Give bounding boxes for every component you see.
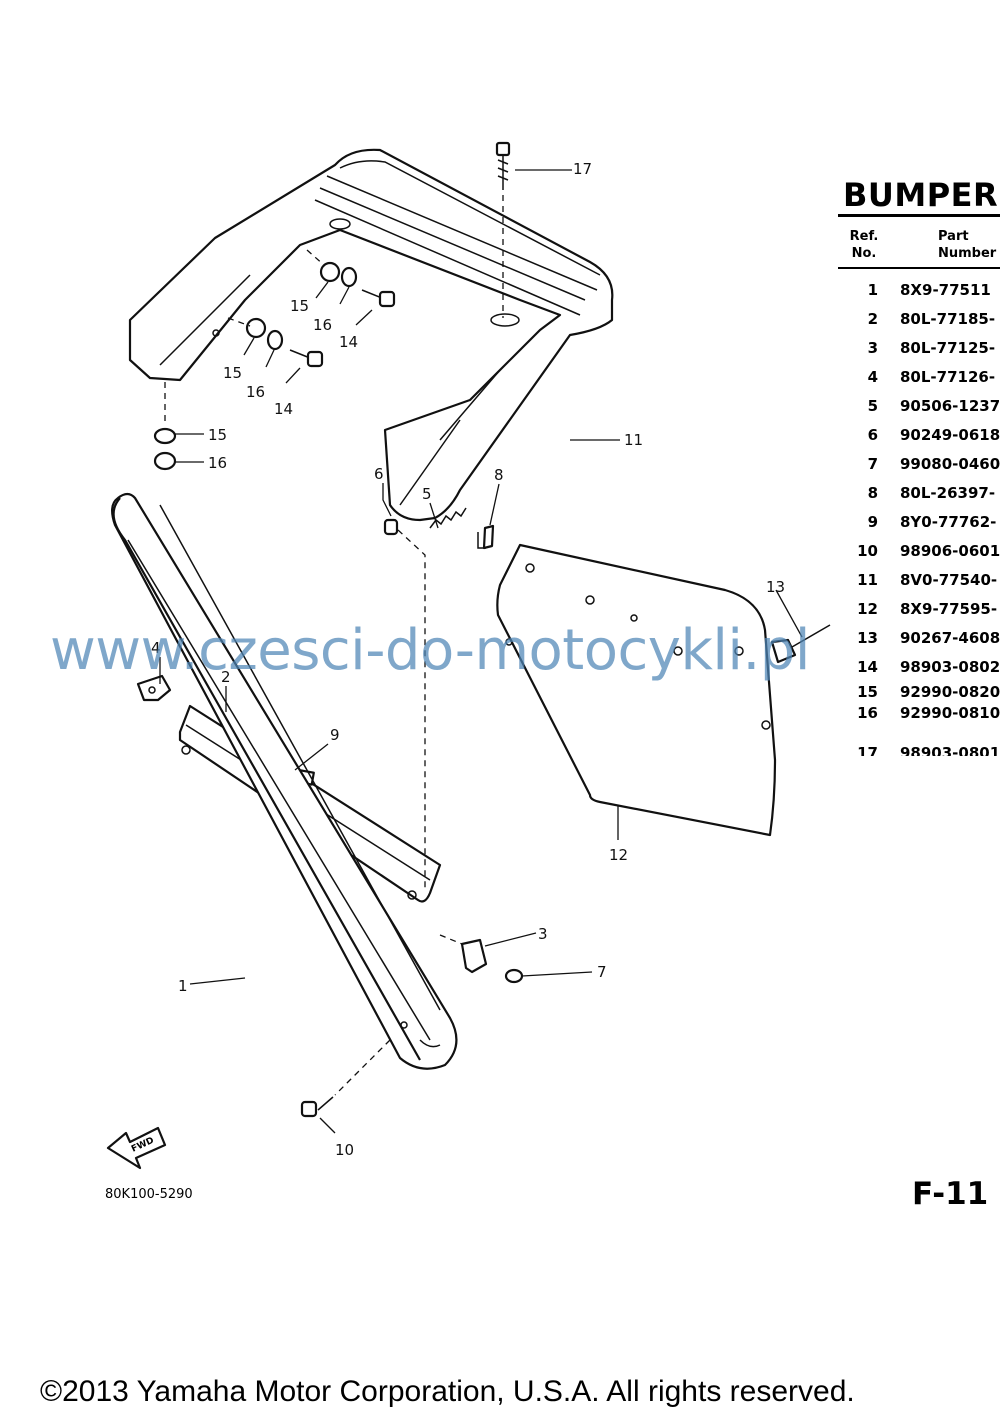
bumper-bar xyxy=(111,492,458,1070)
callout-15-lower: 15 xyxy=(208,426,227,444)
rivet xyxy=(770,624,831,664)
section-title: BUMPER xyxy=(843,176,999,214)
callout-6: 6 xyxy=(374,465,384,483)
part-number: 80L-26397- xyxy=(900,484,996,502)
callout-11: 11 xyxy=(624,431,643,449)
callout-16-lower: 16 xyxy=(208,454,227,472)
ref-number: 11 xyxy=(857,571,878,589)
part-number: 98903-0802 xyxy=(900,658,1000,676)
callout-leaders xyxy=(159,169,803,1134)
table-row: 14 98903-0802 xyxy=(838,658,1000,682)
table-row: 6 90249-0618 xyxy=(838,426,1000,450)
part-number: 8X9-77595- xyxy=(900,600,998,618)
table-row: 8 80L-26397- xyxy=(838,484,1000,508)
callout-17: 17 xyxy=(573,160,592,178)
callout-2: 2 xyxy=(221,668,231,686)
ref-number: 4 xyxy=(867,368,878,386)
table-row: 2 80L-77185- xyxy=(838,310,1000,334)
illustration-code: 80K100-5290 xyxy=(105,1187,193,1202)
callout-8: 8 xyxy=(494,466,504,484)
ref-number: 16 xyxy=(857,704,878,722)
table-row: 15 92990-0820 xyxy=(838,683,1000,707)
part-number: 90267-4608 xyxy=(900,629,1000,647)
part-number: 98906-0601 xyxy=(900,542,1000,560)
callout-15-middle: 15 xyxy=(223,364,242,382)
callout-13: 13 xyxy=(766,578,785,596)
callout-7: 7 xyxy=(597,963,607,981)
part-number: 80L-77125- xyxy=(900,339,996,357)
callout-9: 9 xyxy=(330,726,340,744)
table-row: 10 98906-0601 xyxy=(838,542,1000,566)
ref-number: 2 xyxy=(867,310,878,328)
table-row: 5 90506-1237 xyxy=(838,397,1000,421)
table-row: 17 98903-0801 xyxy=(838,744,1000,756)
ref-number: 3 xyxy=(867,339,878,357)
copyright-notice: ©2013 Yamaha Motor Corporation, U.S.A. A… xyxy=(40,1375,855,1408)
part-number: 99080-0460 xyxy=(900,455,1000,473)
callout-12: 12 xyxy=(609,846,628,864)
small-hardware xyxy=(383,507,524,984)
part-number: 8V0-77540- xyxy=(900,571,998,589)
table-header-part: Part Number xyxy=(938,228,1000,262)
rack-frame xyxy=(128,148,614,522)
ref-number: 1 xyxy=(867,281,878,299)
table-row: 7 99080-0460 xyxy=(838,455,1000,479)
ref-number: 7 xyxy=(867,455,878,473)
callout-10: 10 xyxy=(335,1141,354,1159)
table-row: 16 92990-0810 xyxy=(838,704,1000,728)
ref-number: 17 xyxy=(857,744,878,756)
table-row: 12 8X9-77595- xyxy=(838,600,1000,624)
ref-number: 14 xyxy=(857,658,878,676)
callout-3: 3 xyxy=(538,925,548,943)
ref-number: 15 xyxy=(857,683,878,701)
part-number: 98903-0801 xyxy=(900,744,1000,756)
plate xyxy=(496,543,777,837)
ref-number: 8 xyxy=(867,484,878,502)
table-header-ref-text: Ref. No. xyxy=(849,229,879,261)
callout-5: 5 xyxy=(422,485,432,503)
ref-number: 6 xyxy=(867,426,878,444)
part-number: 90249-0618 xyxy=(900,426,1000,444)
ref-number: 13 xyxy=(857,629,878,647)
callout-15-upper: 15 xyxy=(290,297,309,315)
parts-table: 1 8X9-77511 2 80L-77185- 3 80L-77125- 4 80L-… xyxy=(838,281,1000,756)
ref-number: 5 xyxy=(867,397,878,415)
callout-1: 1 xyxy=(178,977,188,995)
callout-14-upper: 14 xyxy=(339,333,358,351)
table-row: 1 8X9-77511 xyxy=(838,281,1000,305)
part-number: 92990-0820 xyxy=(900,683,1000,701)
table-row: 11 8V0-77540- xyxy=(838,571,1000,595)
fwd-arrow-icon: FWD xyxy=(106,1126,167,1170)
table-row: 3 80L-77125- xyxy=(838,339,1000,363)
ref-number: 10 xyxy=(857,542,878,560)
title-rule xyxy=(838,214,1000,217)
part-number: 80L-77126- xyxy=(900,368,996,386)
watermark: www.czesci-do-motocykli.pl xyxy=(50,618,810,683)
callout-4: 4 xyxy=(151,639,161,657)
callout-16-upper: 16 xyxy=(313,316,332,334)
callout-16-middle: 16 xyxy=(246,383,265,401)
header-rule xyxy=(838,267,1000,269)
table-row: 4 80L-77126- xyxy=(838,368,1000,392)
part-number: 80L-77185- xyxy=(900,310,996,328)
callout-14-middle: 14 xyxy=(274,400,293,418)
table-header-ref: Ref. No. xyxy=(845,228,883,262)
part-number: 92990-0810 xyxy=(900,704,1000,722)
table-header-part-text: Part Number xyxy=(938,229,997,261)
rack-fasteners xyxy=(153,141,511,471)
part-number: 8Y0-77762- xyxy=(900,513,997,531)
ref-number: 9 xyxy=(867,513,878,531)
part-number: 90506-1237 xyxy=(900,397,1000,415)
table-row: 13 90267-4608 xyxy=(838,629,1000,653)
ref-number: 12 xyxy=(857,600,878,618)
page-code: F-11 xyxy=(912,1176,989,1212)
bolt-lower xyxy=(300,1039,391,1118)
bracket-left xyxy=(136,674,172,702)
callout-numbers: 17 11 15 16 14 15 16 14 15 16 4 2 9 6 5 … xyxy=(151,160,785,1159)
part-number: 8X9-77511 xyxy=(900,281,991,299)
table-row: 9 8Y0-77762- xyxy=(838,513,1000,537)
